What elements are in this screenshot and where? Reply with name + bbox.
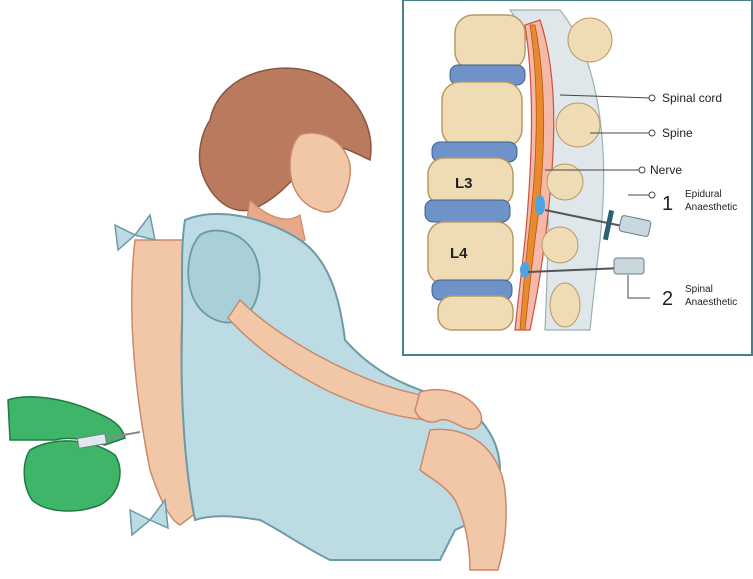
label-nerve: Nerve xyxy=(650,163,682,177)
option-2-line1: Spinal xyxy=(685,284,713,295)
option-1-line2: Anaesthetic xyxy=(685,202,737,213)
spinous-process xyxy=(542,227,578,263)
option-2-line2: Anaesthetic xyxy=(685,297,737,308)
spinous-process xyxy=(556,103,600,147)
option-1-number: 1 xyxy=(662,193,673,215)
disc-3 xyxy=(425,200,510,222)
vertebra-label-l3: L3 xyxy=(455,175,473,192)
vertebra-label-l4: L4 xyxy=(450,245,468,262)
spinal-injection-site xyxy=(520,262,530,278)
spinous-process xyxy=(550,283,580,327)
spinous-process xyxy=(547,164,583,200)
epidural-injection-site xyxy=(535,195,545,215)
vertebra-top xyxy=(455,15,525,70)
spinous-process xyxy=(568,18,612,62)
gown-tie-bottom xyxy=(130,500,168,535)
option-1-line1: Epidural xyxy=(685,189,722,200)
vertebra-bottom xyxy=(438,296,513,330)
spine-inset-panel: L3 L4 Spinal cord Spine Nerve 1 Epidural… xyxy=(403,0,752,355)
gloved-hands xyxy=(8,397,140,511)
vertebra-2 xyxy=(442,82,522,147)
glove-lower xyxy=(24,441,120,511)
option-2-number: 2 xyxy=(662,288,673,310)
label-spinal-cord: Spinal cord xyxy=(662,91,722,105)
vertebra-l4 xyxy=(428,222,513,284)
label-spine: Spine xyxy=(662,126,693,140)
